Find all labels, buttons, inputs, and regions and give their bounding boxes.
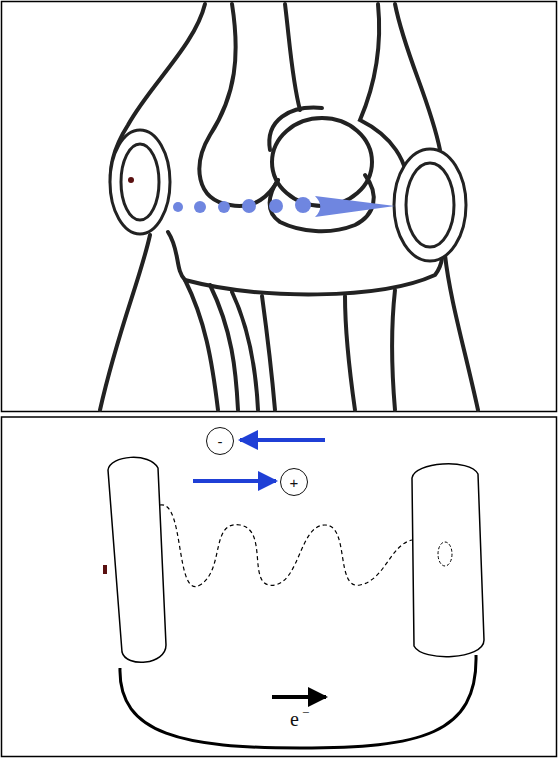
electrode-dot	[128, 177, 134, 183]
external-wire	[120, 655, 476, 748]
electron-symbol: e	[290, 708, 299, 730]
current-arrow	[173, 196, 395, 217]
electron-arrow	[272, 695, 326, 699]
electrode-pad	[110, 130, 170, 234]
electrode-pad	[394, 149, 466, 261]
electrode-pad	[412, 464, 484, 657]
knee-outline	[100, 4, 478, 410]
ion-circle: -	[206, 427, 234, 455]
electrode-mark	[438, 542, 452, 566]
cation-arrow	[193, 479, 276, 483]
panel-frame	[2, 417, 557, 757]
panel-frame	[2, 2, 557, 412]
electrode-dot	[103, 565, 107, 574]
ion-path	[160, 505, 412, 587]
charge-sign: −	[302, 705, 309, 720]
ion-circle: +	[280, 468, 308, 496]
electrode-pad	[108, 457, 166, 662]
anion-arrow	[240, 438, 325, 442]
ion-sign: -	[218, 434, 223, 449]
ion-sign: +	[290, 475, 299, 490]
electron-label: e−	[290, 708, 309, 731]
